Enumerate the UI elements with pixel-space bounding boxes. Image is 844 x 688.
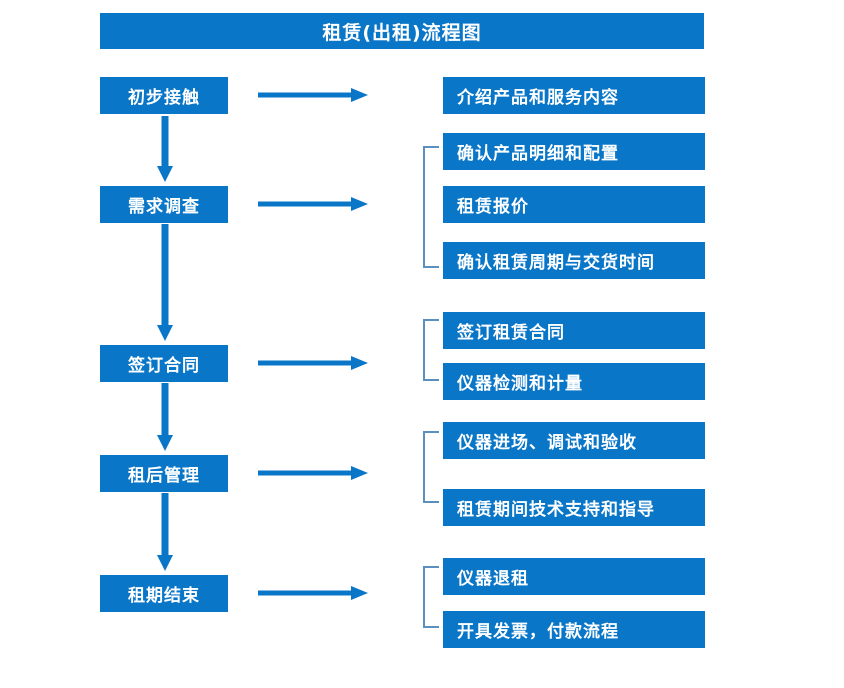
stage-label-4: 租后管理 <box>128 466 200 486</box>
detail-label-10: 开具发票，付款流程 <box>457 622 619 642</box>
horizontal-arrow-1 <box>258 84 370 106</box>
stage-box-3[interactable]: 签订合同 <box>100 345 228 382</box>
group-bracket-1 <box>423 146 439 268</box>
detail-label-1: 介绍产品和服务内容 <box>457 88 619 108</box>
detail-box-9[interactable]: 仪器退租 <box>443 558 705 595</box>
vertical-arrow-2 <box>150 224 180 343</box>
detail-label-5: 签订租赁合同 <box>457 323 565 343</box>
group-bracket-3 <box>423 431 439 503</box>
vertical-arrow-1 <box>150 116 180 184</box>
stage-box-1[interactable]: 初步接触 <box>100 77 228 114</box>
detail-label-2: 确认产品明细和配置 <box>457 144 619 164</box>
detail-label-3: 租赁报价 <box>457 197 529 217</box>
stage-box-5[interactable]: 租期结束 <box>100 575 228 612</box>
detail-label-6: 仪器检测和计量 <box>457 374 583 394</box>
vertical-arrow-4 <box>150 493 180 573</box>
stage-label-5: 租期结束 <box>128 586 200 606</box>
detail-box-3[interactable]: 租赁报价 <box>443 186 705 223</box>
horizontal-arrow-5 <box>258 582 370 604</box>
detail-label-8: 租赁期间技术支持和指导 <box>457 500 655 520</box>
group-bracket-2 <box>423 319 439 381</box>
horizontal-arrow-2 <box>258 193 370 215</box>
detail-box-8[interactable]: 租赁期间技术支持和指导 <box>443 489 705 526</box>
detail-box-5[interactable]: 签订租赁合同 <box>443 312 705 349</box>
stage-label-1: 初步接触 <box>128 88 200 108</box>
detail-label-4: 确认租赁周期与交货时间 <box>457 253 655 273</box>
stage-box-4[interactable]: 租后管理 <box>100 455 228 492</box>
stage-box-2[interactable]: 需求调查 <box>100 186 228 223</box>
vertical-arrow-3 <box>150 383 180 453</box>
detail-box-7[interactable]: 仪器进场、调试和验收 <box>443 422 705 459</box>
detail-label-7: 仪器进场、调试和验收 <box>457 433 637 453</box>
horizontal-arrow-4 <box>258 462 370 484</box>
page-title: 租赁(出租)流程图 <box>100 13 704 49</box>
horizontal-arrow-3 <box>258 352 370 374</box>
detail-box-6[interactable]: 仪器检测和计量 <box>443 363 705 400</box>
detail-box-1[interactable]: 介绍产品和服务内容 <box>443 77 705 114</box>
detail-box-2[interactable]: 确认产品明细和配置 <box>443 133 705 170</box>
detail-box-10[interactable]: 开具发票，付款流程 <box>443 611 705 648</box>
detail-label-9: 仪器退租 <box>457 569 529 589</box>
group-bracket-4 <box>423 566 439 628</box>
stage-label-3: 签订合同 <box>128 356 200 376</box>
detail-box-4[interactable]: 确认租赁周期与交货时间 <box>443 242 705 279</box>
stage-label-2: 需求调查 <box>128 197 200 217</box>
